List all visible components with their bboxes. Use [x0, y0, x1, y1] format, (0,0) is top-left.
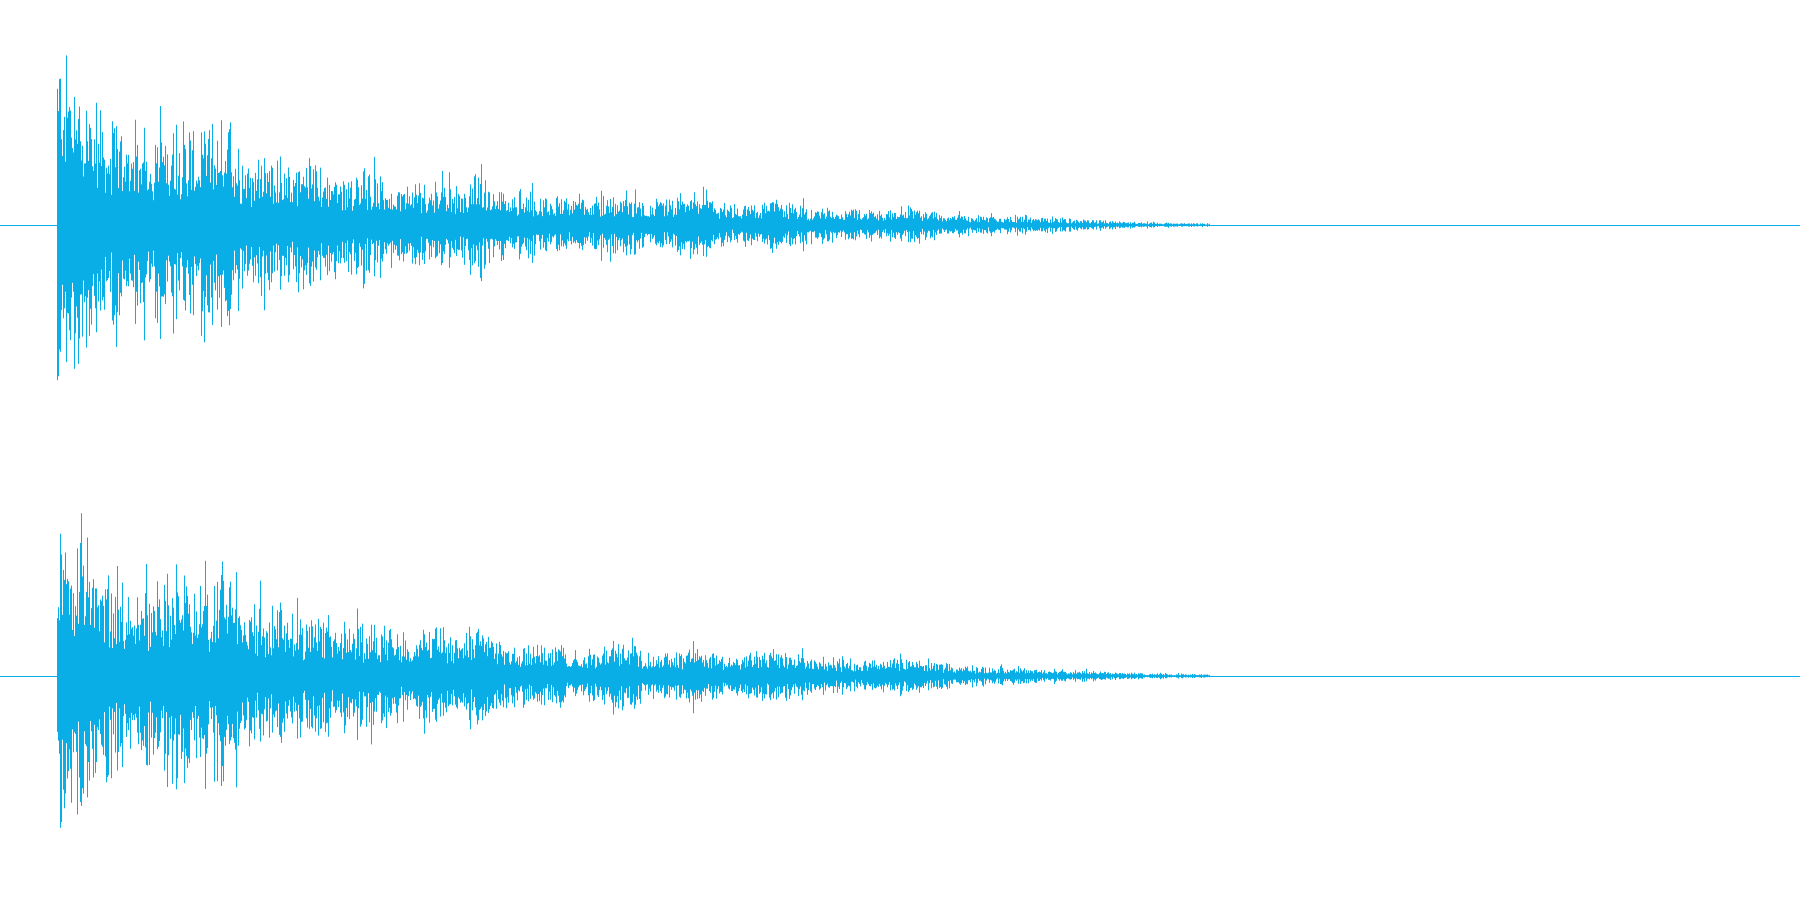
waveform-channel-bottom — [0, 513, 1800, 828]
waveform-signal — [57, 55, 1210, 381]
waveform-channel-top — [0, 55, 1800, 381]
waveform-signal — [57, 513, 1210, 828]
